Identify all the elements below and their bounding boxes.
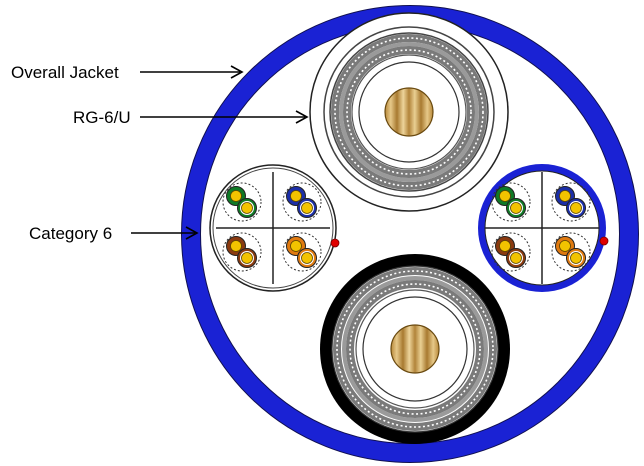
label-overall-jacket: Overall Jacket — [11, 63, 119, 82]
ripcord-left — [330, 238, 340, 248]
label-rg6: RG-6/U — [73, 108, 131, 127]
rg6-bottom-center-conductor — [390, 324, 440, 374]
leader-lines — [131, 65, 309, 240]
wire-right-orange-striped — [566, 248, 586, 268]
arrow-cat6 — [185, 226, 199, 240]
arrow-rg6 — [295, 110, 309, 124]
pair-shield-right-orange — [551, 232, 591, 272]
arrow-jacket — [230, 65, 244, 79]
pair-shield-left-green — [222, 182, 262, 222]
wire-right-green-striped — [506, 198, 526, 218]
wire-left-brown-striped — [237, 248, 257, 268]
pair-shield-left-brown — [222, 232, 262, 272]
rg6-coax-top — [309, 12, 509, 212]
label-category6: Category 6 — [29, 224, 112, 243]
wire-right-blue-striped — [566, 198, 586, 218]
ripcord-right — [599, 236, 609, 246]
pair-shield-right-brown — [491, 232, 531, 272]
category6-cable-left — [209, 164, 340, 292]
wire-right-brown-striped — [506, 248, 526, 268]
overall-jacket-outline — [181, 5, 639, 463]
wire-left-orange-striped — [297, 248, 317, 268]
wire-left-green-striped — [237, 198, 257, 218]
rg6-coax-bottom — [320, 254, 510, 444]
pair-shield-left-blue — [282, 182, 322, 222]
rg6-center-conductor — [384, 87, 434, 137]
wire-left-blue-striped — [297, 198, 317, 218]
pair-shield-right-blue — [551, 182, 591, 222]
category6-cable-right — [478, 164, 609, 292]
pair-shield-left-orange — [282, 232, 322, 272]
pair-shield-right-green — [491, 182, 531, 222]
